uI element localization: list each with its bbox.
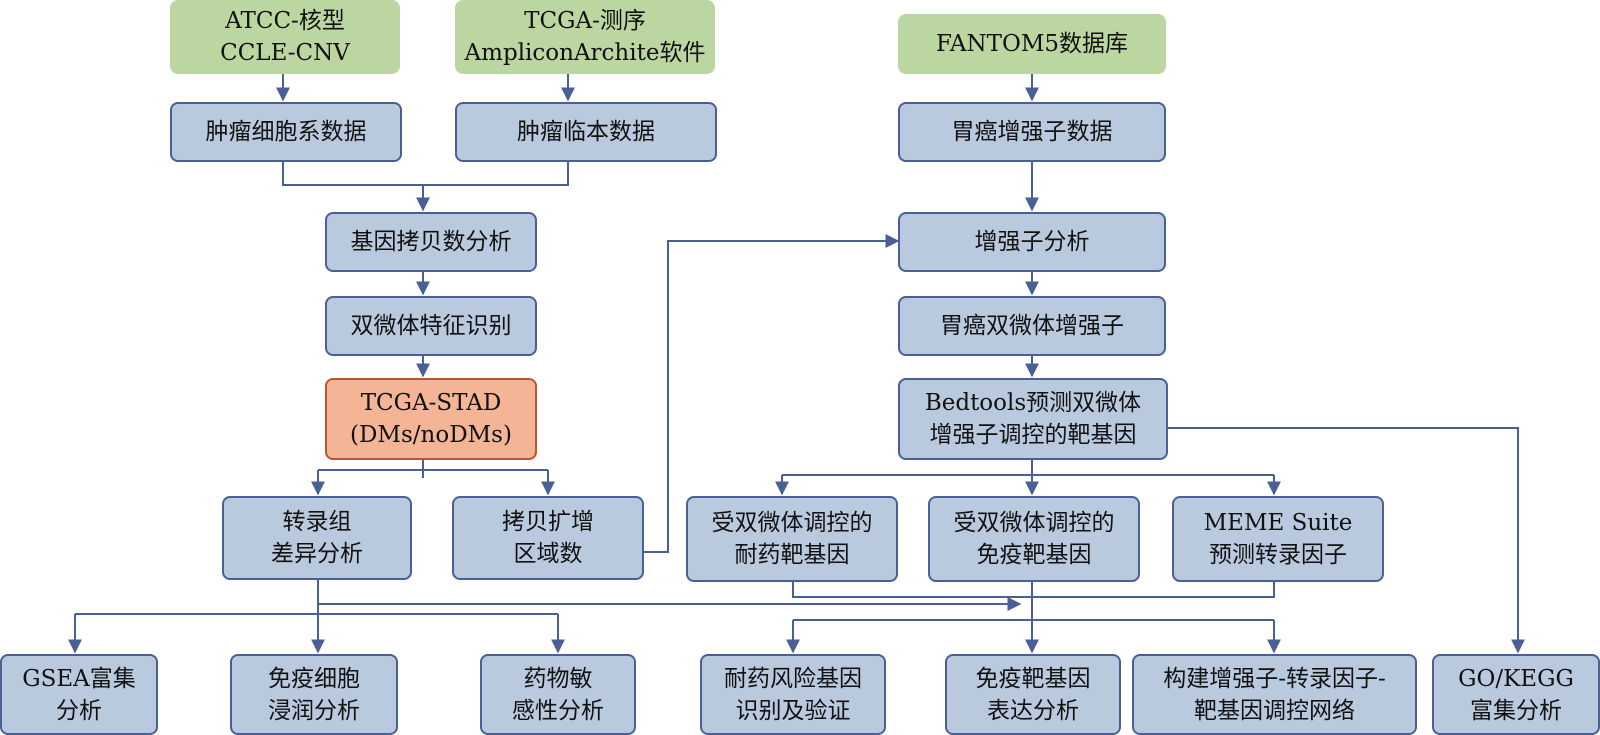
node-trans-line2: 差异分析 xyxy=(271,541,363,567)
node-dmenh-line1: 胃癌双微体增强子 xyxy=(940,313,1124,339)
node-meme-line2: 预测转录因子 xyxy=(1209,542,1347,568)
node-enhancer-analysis: 增强子分析 xyxy=(898,212,1166,272)
node-immune-cell: 免疫细胞 浸润分析 xyxy=(230,654,398,735)
node-drug-sensitivity: 药物敏 感性分析 xyxy=(480,654,636,735)
node-gsea-line1: GSEA富集 xyxy=(22,665,136,692)
node-atcc-line2: CCLE-CNV xyxy=(220,40,350,66)
node-regulatory-network: 构建增强子-转录因子- 靶基因调控网络 xyxy=(1132,654,1417,735)
node-tcgaseq-line2: AmpliconArchite软件 xyxy=(464,40,706,66)
node-clinical-data: 肿瘤临本数据 xyxy=(455,102,717,162)
node-bedtools: Bedtools预测双微体 增强子调控的靶基因 xyxy=(898,378,1168,460)
node-tcgaseq-line1: TCGA-测序 xyxy=(524,8,646,34)
node-drugrisk-line2: 识别及验证 xyxy=(735,697,851,724)
node-drugtarget-line1: 受双微体调控的 xyxy=(711,510,873,536)
node-fantom-line1: FANTOM5数据库 xyxy=(935,31,1129,57)
node-enhanal-line1: 增强子分析 xyxy=(974,229,1090,255)
node-immune-target: 受双微体调控的 免疫靶基因 xyxy=(928,496,1140,582)
node-immunecell-line1: 免疫细胞 xyxy=(268,665,360,692)
node-cellline-data: 肿瘤细胞系数据 xyxy=(170,102,402,162)
node-dmid-line1: 双微体特征识别 xyxy=(350,313,512,339)
node-bedtools-line2: 增强子调控的靶基因 xyxy=(929,422,1137,448)
node-cnv-line1: 基因拷贝数分析 xyxy=(350,229,512,255)
node-atcc-ccle: ATCC-核型 CCLE-CNV xyxy=(170,0,400,74)
node-drugrisk-line1: 耐药风险基因 xyxy=(724,665,862,692)
node-stad-line2: (DMs/noDMs) xyxy=(350,422,512,448)
node-tcga-stad: TCGA-STAD (DMs/noDMs) xyxy=(325,378,537,460)
arrow-amp-to-enhanal xyxy=(636,234,900,553)
node-drugsens-line2: 感性分析 xyxy=(512,697,604,724)
node-atcc-line1: ATCC-核型 xyxy=(225,8,345,34)
arrow-bedtools-to-gokegg xyxy=(1168,427,1525,654)
node-immuexpr-line1: 免疫靶基因 xyxy=(975,665,1091,692)
node-network-line2: 靶基因调控网络 xyxy=(1194,697,1355,724)
node-cellline-line1: 肿瘤细胞系数据 xyxy=(205,119,367,145)
node-gokegg-line2: 富集分析 xyxy=(1470,697,1562,724)
node-gsea: GSEA富集 分析 xyxy=(0,654,158,735)
node-fantom5: FANTOM5数据库 xyxy=(898,14,1166,74)
node-meme-suite: MEME Suite 预测转录因子 xyxy=(1172,496,1384,582)
node-drug-target: 受双微体调控的 耐药靶基因 xyxy=(686,496,898,582)
node-tcga-seq: TCGA-测序 AmpliconArchite软件 xyxy=(455,0,715,74)
node-amp-line1: 拷贝扩增 xyxy=(502,509,594,535)
node-network-line1: 构建增强子-转录因子- xyxy=(1163,665,1386,692)
node-clinical-line1: 肿瘤临本数据 xyxy=(517,119,655,145)
node-amp-line2: 区域数 xyxy=(513,541,583,567)
node-immutarget-line1: 受双微体调控的 xyxy=(953,510,1115,536)
node-immutarget-line2: 免疫靶基因 xyxy=(976,542,1092,568)
node-drugtarget-line2: 耐药靶基因 xyxy=(734,542,850,568)
node-cnv-analysis: 基因拷贝数分析 xyxy=(325,212,537,272)
node-transcriptome: 转录组 差异分析 xyxy=(222,496,412,580)
node-dm-enhancer: 胃癌双微体增强子 xyxy=(898,296,1166,356)
node-trans-line1: 转录组 xyxy=(282,509,352,535)
connector-mid-merge xyxy=(792,582,1275,598)
node-amplification: 拷贝扩增 区域数 xyxy=(452,496,644,580)
node-immune-expression: 免疫靶基因 表达分析 xyxy=(945,654,1121,735)
node-meme-line1: MEME Suite xyxy=(1203,510,1353,536)
node-stad-line1: TCGA-STAD xyxy=(360,390,502,416)
node-immunecell-line2: 浸润分析 xyxy=(268,697,360,724)
node-go-kegg: GO/KEGG 富集分析 xyxy=(1432,654,1600,735)
connector-cellline-clinical-merge xyxy=(282,162,569,186)
node-enhdata-line1: 胃癌增强子数据 xyxy=(951,119,1113,145)
node-drugsens-line1: 药物敏 xyxy=(523,665,593,692)
node-enhancer-data: 胃癌增强子数据 xyxy=(898,102,1166,162)
node-gokegg-line1: GO/KEGG xyxy=(1458,665,1574,692)
node-gsea-line2: 分析 xyxy=(56,697,102,724)
node-immuexpr-line2: 表达分析 xyxy=(987,697,1079,724)
node-dm-identification: 双微体特征识别 xyxy=(325,296,537,356)
node-bedtools-line1: Bedtools预测双微体 xyxy=(924,390,1142,416)
node-drug-risk: 耐药风险基因 识别及验证 xyxy=(700,654,886,735)
